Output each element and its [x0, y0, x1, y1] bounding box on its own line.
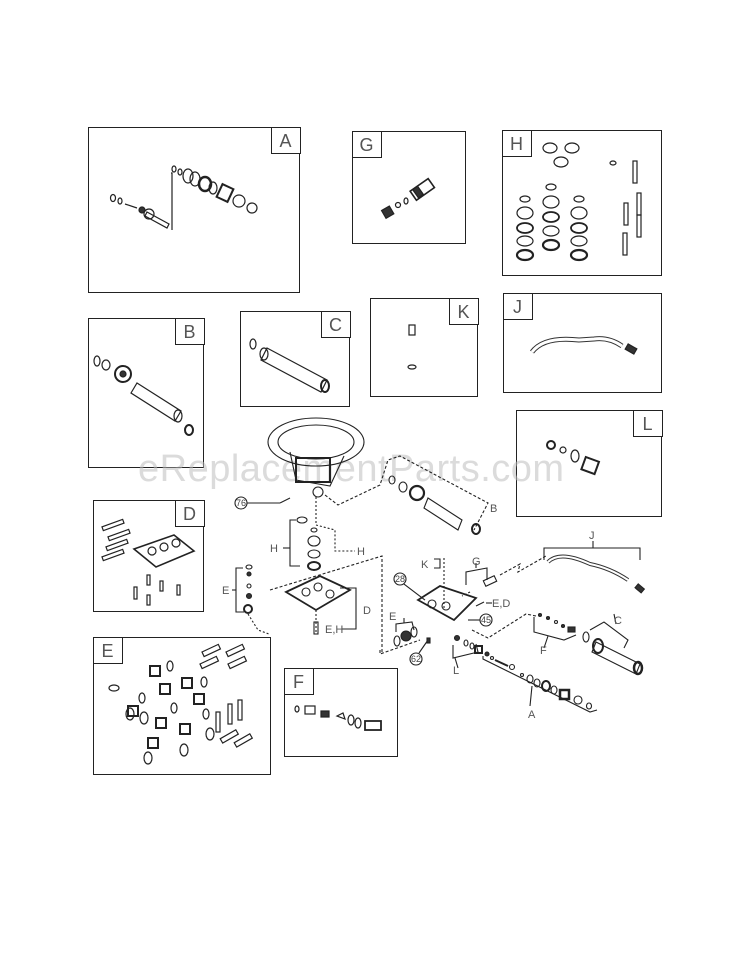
kit-l-label: L — [632, 409, 663, 437]
kit-d-label: D — [174, 499, 205, 527]
crankcase — [267, 417, 365, 498]
bracket-label-j: J — [589, 530, 595, 542]
kit-c-label: C — [320, 310, 351, 338]
kit-k-box: K — [370, 297, 479, 397]
kit-j-label: J — [502, 292, 533, 320]
kit-k-parts — [407, 324, 417, 370]
kit-f-label: F — [283, 667, 314, 695]
kit-c-box: C — [240, 310, 351, 407]
kit-e-label: E — [92, 636, 123, 664]
bracket-label-l: L — [453, 665, 459, 677]
kit-f-box: F — [283, 667, 398, 757]
bracket-label-c: C — [614, 615, 622, 627]
callout-28: 28 — [395, 574, 405, 584]
callout-62: 62 — [411, 654, 421, 664]
kit-d-parts — [101, 518, 196, 606]
kit-k-label: K — [448, 297, 479, 325]
bracket-label-k: K — [421, 559, 429, 571]
kit-j-parts — [530, 336, 638, 355]
kit-d-box: D — [93, 499, 205, 612]
kit-g-parts — [380, 177, 436, 220]
kit-l-parts — [546, 440, 601, 476]
kit-e-box: E — [92, 636, 271, 775]
kit-j-box: J — [502, 292, 662, 393]
kit-h-box: H — [501, 129, 662, 276]
bracket-label-g: G — [472, 556, 481, 568]
bracket-label-h-left: H — [270, 543, 278, 555]
kit-h-parts — [515, 142, 642, 262]
kit-b-label: B — [174, 317, 205, 345]
kit-a-box: A — [88, 126, 301, 293]
bracket-label-f: F — [540, 645, 547, 657]
kit-b-box: B — [88, 317, 205, 468]
callout-28-circle — [393, 572, 407, 586]
kit-b-parts — [93, 355, 194, 436]
bracket-label-e-left: E — [222, 585, 229, 597]
kit-a-parts — [109, 165, 258, 230]
kit-a-label: A — [270, 126, 301, 154]
bracket-label-b: B — [490, 503, 497, 515]
callout-76: 76 — [236, 498, 246, 508]
bracket-label-e-mid: E — [389, 611, 396, 623]
bracket-label-a: A — [528, 709, 536, 721]
kit-h-label: H — [501, 129, 532, 157]
kit-e-parts — [108, 643, 254, 765]
kit-g-label: G — [351, 130, 382, 158]
bracket-label-e-h: E,H — [325, 624, 343, 636]
bracket-label-e-d: E,D — [492, 598, 510, 610]
kit-l-box: L — [516, 409, 663, 517]
bracket-label-h-right: H — [357, 546, 365, 558]
callout-45: 45 — [481, 615, 491, 625]
bracket-label-d: D — [363, 605, 371, 617]
kit-f-parts — [294, 705, 382, 731]
kit-g-box: G — [351, 130, 466, 244]
callout-62-circle — [409, 652, 423, 666]
kit-c-parts — [249, 338, 330, 393]
